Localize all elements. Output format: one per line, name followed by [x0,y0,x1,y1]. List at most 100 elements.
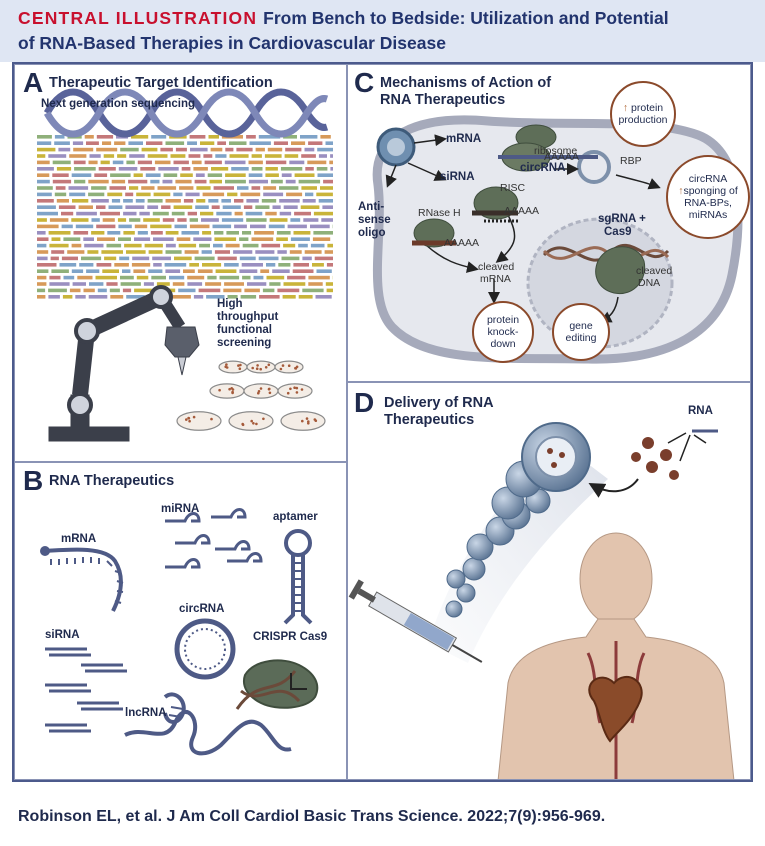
sequencing-read [221,218,244,222]
sequencing-read [305,167,314,171]
sequencing-read [100,160,110,165]
sequencing-read [54,192,67,197]
sequencing-read [229,154,249,158]
sequencing-read [212,224,232,229]
sequencing-read [314,256,333,261]
sequencing-read [326,288,333,293]
sequencing-read [63,275,75,280]
sequencing-read [109,186,126,190]
sequencing-read [272,205,281,209]
c-label-sgrna-2: Cas9 [604,226,632,238]
sequencing-read [304,250,322,254]
sequencing-read [120,282,141,286]
sirna-duplex [45,683,91,693]
sequencing-read [83,288,95,293]
robot-joint-base [67,392,93,418]
sequencing-read [225,243,240,248]
sequencing-read [106,282,118,286]
sequencing-read [52,173,69,177]
c-label-polya-3: AAAAA [444,237,480,249]
sequencing-read [126,250,146,254]
sequencing-read [202,263,222,267]
sequencing-read [293,263,309,267]
sequencing-read [73,147,94,152]
sequencing-read [227,192,238,197]
sequencing-read [37,288,46,293]
sequencing-read [226,231,239,235]
sequencing-read [201,250,212,254]
sequencing-read [54,141,70,145]
mirna-molecules [165,508,263,569]
sequencing-read [310,243,325,248]
circ-sponging-line-3: RNA-BPs, [684,197,732,209]
sequencing-read [190,147,208,152]
sequencing-read [273,141,288,145]
sequencing-read [315,295,332,299]
sequencing-read [37,154,46,158]
sequencing-read [194,179,207,184]
sequencing-read [277,250,287,254]
sequencing-read [72,141,84,145]
sequencing-read [294,211,311,216]
colony [255,422,258,426]
sequencing-read [165,243,176,248]
sequencing-read [293,231,311,235]
sequencing-read [49,243,69,248]
c-label-circrna: circRNA [520,162,566,174]
sequencing-read [187,141,197,145]
sequencing-read [165,250,182,254]
sequencing-read [58,147,71,152]
sirna-duplex [81,663,127,673]
sequencing-read [214,237,237,241]
sequencing-read [123,231,135,235]
petri-dish [218,360,248,374]
sequencing-read [211,205,220,209]
panel-d-title-2: Therapeutics [384,412,475,428]
c-label-risc: RISC [500,182,526,194]
sequencing-read [165,199,181,203]
sequencing-read [78,205,93,209]
sequencing-read [221,199,231,203]
nanoparticle [446,569,466,589]
petri-dish [243,383,279,399]
colony [294,366,297,370]
sequencing-read [283,205,298,209]
colony [259,387,263,390]
sequencing-read [133,173,143,177]
sequencing-read [265,173,279,177]
sequencing-read [269,282,281,286]
sequencing-read [330,167,333,171]
panel-d-title-1: Delivery of RNA [384,395,494,411]
sequencing-read [251,237,274,241]
sequencing-read [317,173,333,177]
sequencing-read [197,269,213,273]
sequencing-read [270,179,283,184]
c-label-polya-1: AAAAA [544,151,580,163]
colony [293,386,296,390]
sequencing-read [107,231,121,235]
sequencing-read [308,275,330,280]
petri-dish [209,383,245,399]
sequencing-read [128,141,143,145]
sequencing-read [145,173,161,177]
sequencing-read [104,256,117,261]
sequencing-read [91,218,100,222]
panel-a-letter: A [23,67,44,98]
sequencing-read [261,199,277,203]
sequencing-read [37,179,50,184]
sequencing-read [95,275,117,280]
screening-label-4: screening [217,337,272,349]
robot-upper-arm [83,289,165,339]
sequencing-read [37,135,52,139]
sequencing-read [178,288,196,293]
sequencing-read [213,243,223,248]
colony [301,419,304,423]
sequencing-read [180,173,193,177]
sequencing-read [279,186,299,190]
aptamer-molecule [283,529,313,625]
screening-label-2: throughput [217,311,279,323]
colony [268,391,272,395]
